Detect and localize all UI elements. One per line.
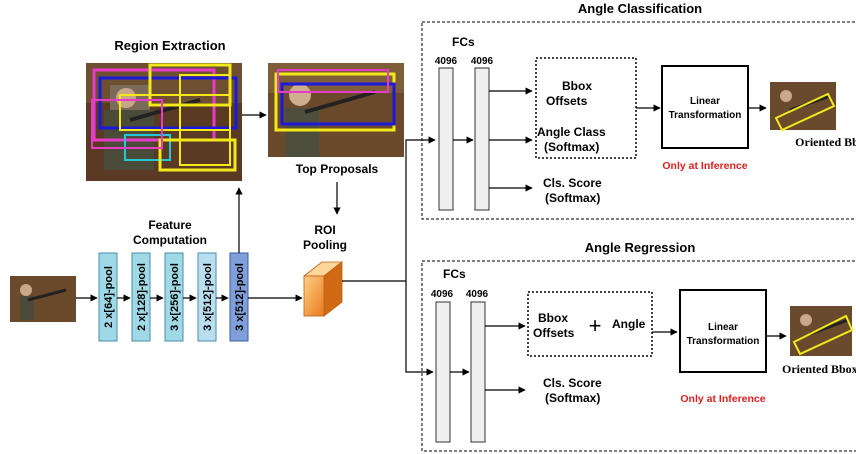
cls-score-2: (Softmax) bbox=[545, 191, 600, 205]
region-proposals-photo bbox=[86, 63, 242, 181]
cls-angle-2: (Softmax) bbox=[544, 140, 599, 154]
top-proposals-photo bbox=[268, 63, 404, 157]
cls-score-1: Cls. Score bbox=[543, 176, 602, 190]
reg-angle: Angle bbox=[612, 317, 646, 331]
cls-fc1-size: 4096 bbox=[435, 56, 458, 67]
region-extraction-title: Region Extraction bbox=[114, 38, 225, 53]
reg-fc1-size: 4096 bbox=[431, 289, 454, 300]
conv-label-4: 3 x[512]-pool bbox=[202, 263, 214, 331]
cls-bbox-1: Bbox bbox=[562, 79, 592, 93]
conv-block-3 bbox=[164, 252, 184, 342]
cls-bbox-2: Offsets bbox=[546, 94, 588, 108]
conv-label-3: 3 x[256]-pool bbox=[169, 263, 181, 331]
cls-only-inference: Only at Inference bbox=[662, 160, 747, 172]
conv-block-1 bbox=[98, 252, 118, 342]
reg-oriented-bbox-label: Oriented Bbox bbox=[782, 362, 856, 376]
reg-oriented-bbox-photo bbox=[790, 306, 854, 356]
cls-fc1 bbox=[438, 67, 454, 211]
classification-panel bbox=[421, 21, 856, 220]
cls-fc2-size: 4096 bbox=[471, 56, 494, 67]
feature-label-2: Computation bbox=[133, 233, 207, 247]
conv-block-4 bbox=[197, 252, 217, 342]
cls-oriented-bbox-label: Oriented Bbox bbox=[795, 135, 856, 149]
reg-fc2 bbox=[470, 301, 486, 443]
conv-label-2: 2 x[128]-pool bbox=[136, 263, 148, 331]
reg-bbox-2: Offsets bbox=[533, 326, 575, 340]
reg-linear-2: Transformation bbox=[687, 336, 760, 347]
feature-label-1: Feature bbox=[148, 218, 192, 232]
reg-outputs-box bbox=[527, 291, 653, 357]
angle-regression-title: Angle Regression bbox=[585, 240, 696, 255]
roi-label-2: Pooling bbox=[303, 238, 347, 252]
cls-linear-2: Transformation bbox=[669, 110, 742, 121]
reg-fc2-size: 4096 bbox=[466, 289, 489, 300]
conv-block-2 bbox=[131, 252, 151, 342]
cls-linear-1: Linear bbox=[690, 96, 720, 107]
conv-label-1: 2 x[64]-pool bbox=[103, 266, 115, 328]
cls-linear-box bbox=[661, 65, 749, 149]
reg-fcs-label: FCs bbox=[443, 267, 466, 281]
reg-fc1 bbox=[435, 301, 451, 443]
reg-only-inference: Only at Inference bbox=[680, 393, 765, 405]
cls-fcs-label: FCs bbox=[452, 35, 475, 49]
cls-oriented-bbox-photo bbox=[770, 82, 836, 132]
conv-label-5: 3 x[512]-pool bbox=[234, 263, 246, 331]
reg-score-1: Cls. Score bbox=[543, 376, 602, 390]
reg-plus: + bbox=[589, 313, 602, 338]
reg-score-2: (Softmax) bbox=[545, 391, 600, 405]
angle-classification-title: Angle Classification bbox=[578, 1, 702, 16]
cls-angle-1: Angle Class bbox=[537, 125, 606, 139]
roi-label-1: ROI bbox=[314, 223, 335, 237]
regression-panel bbox=[421, 260, 856, 452]
top-proposals-label: Top Proposals bbox=[296, 162, 379, 176]
reg-linear-1: Linear bbox=[708, 322, 738, 333]
conv-blocks: 2 x[64]-pool 2 x[128]-pool 3 x[256]-pool… bbox=[98, 252, 249, 342]
reg-linear-box bbox=[679, 289, 767, 373]
roi-pooling-block bbox=[302, 261, 344, 317]
reg-bbox-1: Bbox bbox=[538, 311, 568, 325]
cls-fc2 bbox=[474, 67, 490, 211]
input-photo bbox=[10, 276, 76, 322]
